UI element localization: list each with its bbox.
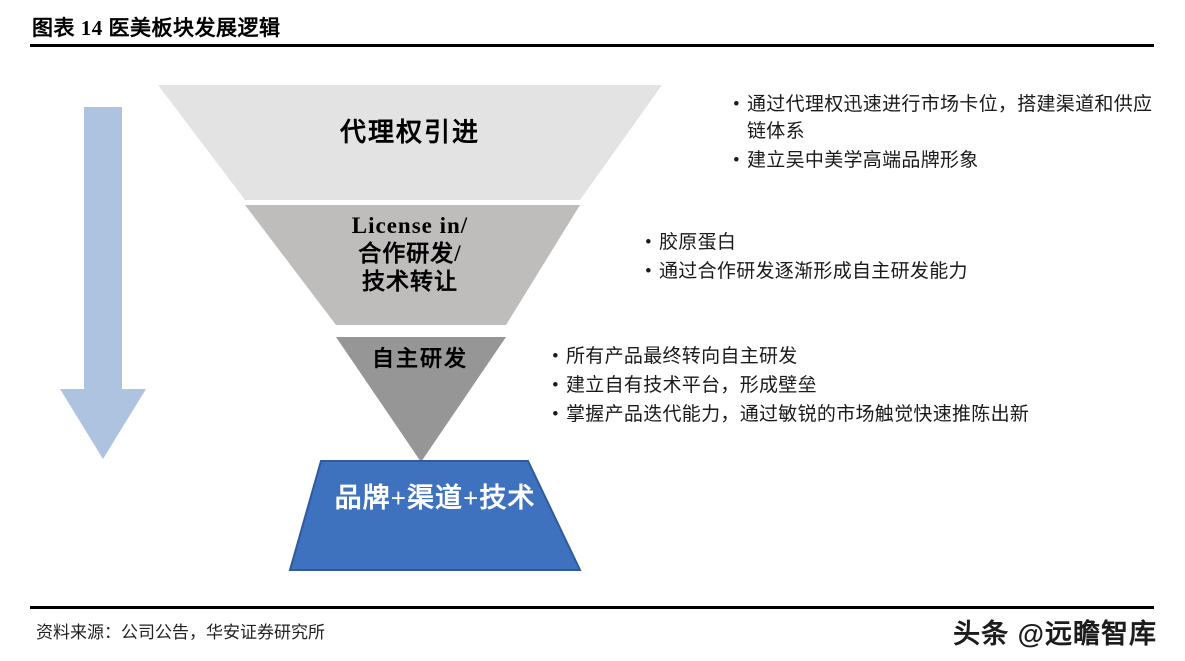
bullet-point-icon: • [552, 403, 559, 425]
list-item: • 所有产品最终转向自主研发 [552, 344, 1152, 371]
bullet-point-icon: • [552, 346, 559, 367]
funnel-base-shape[interactable] [288, 460, 582, 571]
bullet-text: 建立吴中美学高端品牌形象 [747, 149, 979, 171]
page-title: 图表 14 医美板块发展逻辑 [32, 16, 281, 40]
tier-1-bullet-list: • 通过代理权迅速进行市场卡位，搭建渠道和供应链体系 • 建立吴中美学高端品牌形… [733, 92, 1153, 177]
bullet-text: 胶原蛋白 [659, 232, 737, 253]
title-divider [30, 44, 1154, 47]
bullet-text: 建立自有技术平台，形成壁垒 [566, 374, 817, 396]
list-item: • 建立吴中美学高端品牌形象 [733, 148, 1153, 175]
watermark-label: 头条 @远瞻智库 [953, 619, 1157, 649]
downward-arrow-icon [60, 107, 146, 459]
list-item: • 掌握产品迭代能力，通过敏锐的市场触觉快速推陈出新 [552, 402, 1152, 429]
bullet-text: 通过代理权迅速进行市场卡位，搭建渠道和供应链体系 [747, 94, 1153, 142]
bullet-point-icon: • [645, 260, 652, 282]
funnel-tier-3-shape[interactable] [336, 337, 506, 462]
tier-2-bullet-list: • 胶原蛋白 • 通过合作研发逐渐形成自主研发能力 [645, 230, 1095, 288]
funnel-tier-1-shape[interactable] [158, 85, 662, 200]
tier-3-bullet-list: • 所有产品最终转向自主研发 • 建立自有技术平台，形成壁垒 • 掌握产品迭代能… [552, 344, 1152, 431]
bullet-text: 所有产品最终转向自主研发 [566, 346, 798, 367]
footer-divider [30, 606, 1154, 609]
bullet-point-icon: • [733, 94, 740, 115]
bullet-point-icon: • [645, 232, 652, 253]
bullet-point-icon: • [733, 149, 740, 171]
funnel-shapes [158, 85, 662, 571]
bullet-text: 掌握产品迭代能力，通过敏锐的市场触觉快速推陈出新 [566, 403, 1030, 425]
bullet-text: 通过合作研发逐渐形成自主研发能力 [659, 260, 968, 282]
list-item: • 通过代理权迅速进行市场卡位，搭建渠道和供应链体系 [733, 92, 1153, 146]
funnel-diagram: 代理权引进 License in/ 合作研发/ 技术转让 自主研发 品牌+渠道+… [0, 52, 1185, 604]
list-item: • 通过合作研发逐渐形成自主研发能力 [645, 259, 1095, 286]
source-note: 资料来源：公司公告，华安证券研究所 [36, 623, 325, 642]
bullet-point-icon: • [552, 374, 559, 396]
list-item: • 胶原蛋白 [645, 230, 1095, 257]
funnel-tier-2-shape[interactable] [245, 205, 580, 325]
list-item: • 建立自有技术平台，形成壁垒 [552, 373, 1152, 400]
